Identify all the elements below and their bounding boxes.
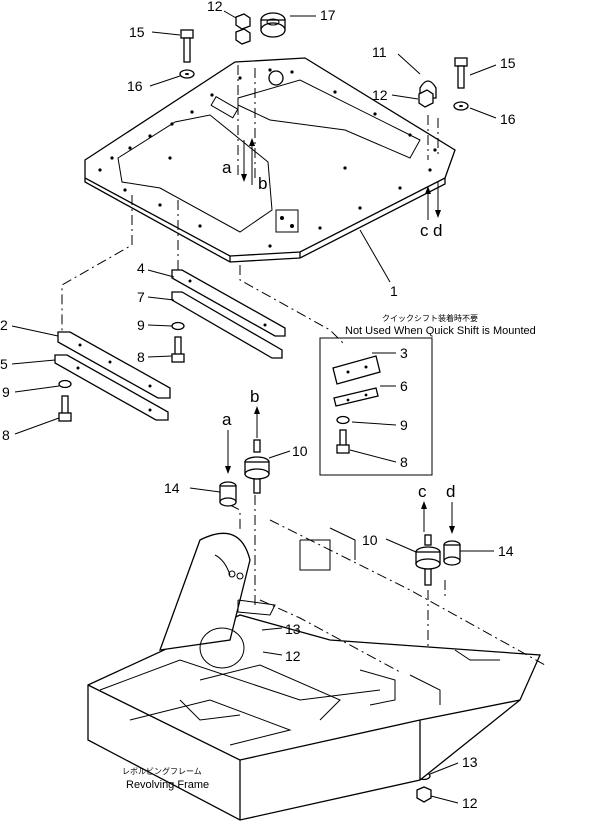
- callout-labels: 12 17 15 16 11 12 15 16 1 2 5 4 7 9 8 9 …: [0, 0, 516, 811]
- callout-15-left: 15: [129, 24, 145, 40]
- letter-a-top: a: [222, 158, 232, 177]
- notes: クイックシフト装着時不要 Not Used When Quick Shift i…: [122, 313, 536, 791]
- letter-b-low: b: [250, 387, 259, 406]
- callout-10-right: 10: [362, 532, 378, 548]
- callout-6: 6: [400, 378, 408, 394]
- note-quick-shift-jp: クイックシフト装着時不要: [382, 313, 478, 323]
- callout-12-right: 12: [372, 87, 388, 103]
- quick-shift-box: [319, 337, 433, 476]
- callout-15-right: 15: [500, 55, 516, 71]
- connection-letters: a b c d a b c d: [222, 158, 455, 501]
- callout-10-left: 10: [292, 443, 308, 459]
- callout-14-left: 14: [164, 480, 180, 496]
- callout-8-mid: 8: [137, 349, 145, 365]
- letter-a-low: a: [222, 410, 232, 429]
- connection-arrows: [241, 138, 441, 220]
- callout-5: 5: [0, 356, 8, 372]
- callout-14-right: 14: [498, 543, 514, 559]
- letter-d-top: d: [433, 221, 442, 240]
- callout-3: 3: [400, 345, 408, 361]
- letter-b-top: b: [258, 174, 267, 193]
- letter-c-top: c: [420, 221, 429, 240]
- callout-1: 1: [390, 283, 398, 299]
- callout-9-left: 9: [2, 384, 10, 400]
- callout-leaders: [11, 10, 497, 804]
- callout-12-mid: 12: [285, 648, 301, 664]
- callout-16-left: 16: [127, 78, 143, 94]
- callout-13-top: 13: [285, 621, 301, 637]
- shim-plates: [54, 269, 286, 422]
- callout-12-top: 12: [207, 0, 223, 14]
- note-quick-shift-en: Not Used When Quick Shift is Mounted: [345, 325, 536, 337]
- callout-2: 2: [0, 317, 8, 333]
- callout-13-bottom: 13: [462, 754, 478, 770]
- letter-d-low: d: [446, 482, 455, 501]
- note-frame-jp: レボルビングフレーム: [122, 766, 202, 776]
- callout-9-mid: 9: [137, 317, 145, 333]
- callout-9-box: 9: [400, 417, 408, 433]
- callout-8-box: 8: [400, 454, 408, 470]
- callout-8-left: 8: [2, 427, 10, 443]
- callout-4: 4: [137, 260, 145, 276]
- callout-7: 7: [137, 289, 145, 305]
- note-frame-en: Revolving Frame: [126, 779, 209, 791]
- callout-12-bottom: 12: [462, 795, 478, 811]
- callout-11: 11: [372, 44, 387, 60]
- callout-17: 17: [320, 7, 336, 23]
- revolving-frame: [87, 519, 546, 821]
- top-hardware: [179, 12, 469, 111]
- callout-16-right: 16: [500, 111, 516, 127]
- letter-c-low: c: [418, 482, 427, 501]
